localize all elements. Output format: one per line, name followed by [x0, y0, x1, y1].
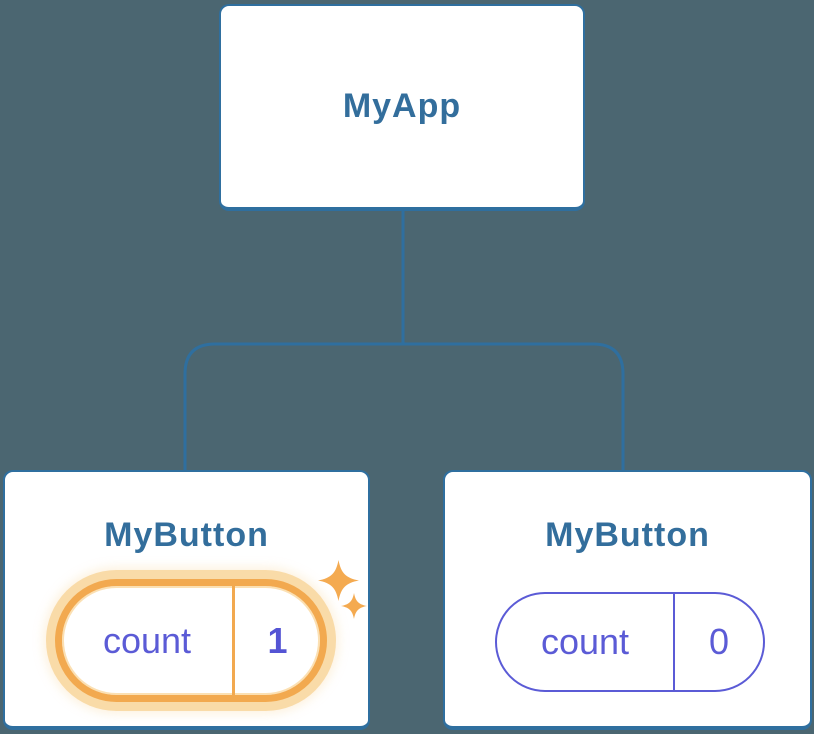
connector-branch-bracket — [183, 342, 625, 471]
node-title: MyButton — [545, 516, 710, 554]
state-badge-highlighted: count 1 — [55, 579, 327, 702]
node-title: MyButton — [104, 516, 269, 554]
state-divider — [673, 594, 675, 690]
tree-node-myapp: MyApp — [219, 4, 585, 211]
state-value: 0 — [708, 621, 730, 662]
tree-node-mybutton-unchanged: MyButton count 0 — [443, 470, 812, 730]
state-badge: count 0 — [495, 592, 765, 692]
tree-node-mybutton-updated: MyButton count 1 — [3, 470, 370, 730]
state-divider — [232, 586, 235, 695]
state-value: 1 — [267, 619, 288, 661]
sparkle-icon-large — [318, 560, 359, 601]
state-key: count — [102, 619, 192, 661]
state-key: count — [540, 621, 630, 662]
sparkle-icon-small — [341, 593, 367, 619]
node-title: MyApp — [342, 87, 462, 125]
